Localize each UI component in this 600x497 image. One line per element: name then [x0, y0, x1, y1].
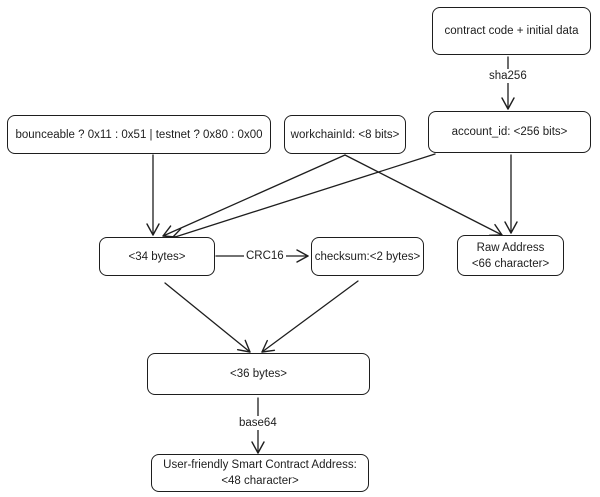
- node-contract-code: contract code + initial data: [432, 7, 591, 55]
- node-raw-address-line2: <66 character>: [471, 257, 550, 270]
- node-bounceable: bounceable ? 0x11 : 0x51 | testnet ? 0x8…: [7, 115, 271, 154]
- edge-label-crc16: CRC16: [244, 249, 286, 263]
- node-contract-code-label: contract code + initial data: [444, 25, 579, 37]
- edge-label-base64: base64: [237, 416, 279, 430]
- node-34-bytes-label: <34 bytes>: [128, 250, 186, 263]
- node-user-friendly-line2: <48 character>: [221, 475, 299, 487]
- edge-checksum-to-36bytes: [261, 280, 359, 353]
- node-raw-address: Raw Address <66 character>: [457, 235, 564, 276]
- node-workchain: workchainId: <8 bits>: [284, 115, 406, 154]
- node-user-friendly-line1: User-friendly Smart Contract Address:: [163, 459, 357, 471]
- edge-34bytes-to-36bytes: [164, 282, 251, 353]
- edge-account-to-34bytes: [171, 153, 436, 242]
- node-checksum: checksum:<2 bytes>: [311, 237, 424, 276]
- node-raw-address-line1: Raw Address: [476, 241, 545, 254]
- edge-label-sha256: sha256: [487, 69, 529, 83]
- node-account-id: account_id: <256 bits>: [428, 111, 591, 153]
- node-user-friendly-address: User-friendly Smart Contract Address: <4…: [151, 454, 369, 492]
- node-bounceable-label: bounceable ? 0x11 : 0x51 | testnet ? 0x8…: [15, 128, 263, 141]
- node-workchain-label: workchainId: <8 bits>: [290, 128, 400, 141]
- node-checksum-label: checksum:<2 bytes>: [314, 250, 421, 263]
- node-36-bytes: <36 bytes>: [147, 353, 370, 395]
- node-34-bytes: <34 bytes>: [99, 237, 215, 276]
- edge-workchain-to-34bytes: [162, 154, 346, 238]
- node-account-id-label: account_id: <256 bits>: [451, 126, 568, 138]
- edge-workchain-to-raw: [344, 154, 503, 237]
- node-36-bytes-label: <36 bytes>: [230, 368, 287, 380]
